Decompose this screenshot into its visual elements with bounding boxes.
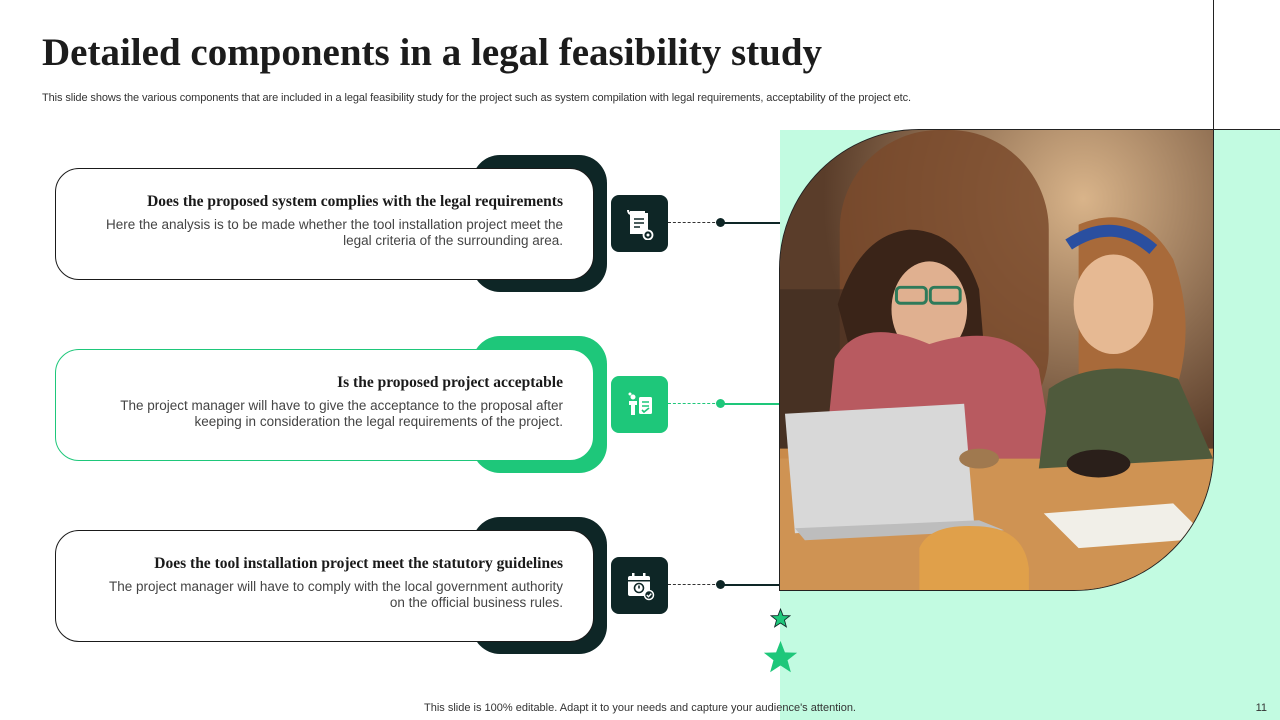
connector-dot	[716, 580, 725, 589]
connector-dot	[716, 218, 725, 227]
component-card: Is the proposed project acceptable The p…	[55, 349, 594, 461]
legal-document-icon	[611, 195, 668, 252]
component-title: Is the proposed project acceptable	[337, 374, 563, 391]
connector-solid-line	[724, 584, 780, 586]
corner-line-vertical	[1213, 0, 1214, 130]
connector-solid-line	[724, 222, 780, 224]
component-card: Does the tool installation project meet …	[55, 530, 594, 642]
connector-dot	[716, 399, 725, 408]
slide-title: Detailed components in a legal feasibili…	[42, 31, 823, 74]
component-card: Does the proposed system complies with t…	[55, 168, 594, 280]
component-description: The project manager will have to comply …	[109, 579, 563, 610]
component-title: Does the tool installation project meet …	[154, 555, 563, 572]
corner-line-horizontal	[1213, 129, 1280, 130]
connector-solid-line	[724, 403, 780, 405]
component-title: Does the proposed system complies with t…	[147, 193, 563, 210]
page-number: 11	[1255, 702, 1267, 714]
connector-dashed-line	[668, 584, 720, 585]
connector-dashed-line	[668, 222, 720, 223]
large-star-icon	[763, 640, 798, 673]
two-women-at-laptop-photo	[779, 129, 1214, 591]
connector-dashed-line	[668, 403, 720, 404]
slide-subtitle: This slide shows the various components …	[42, 92, 911, 104]
slide-footer: This slide is 100% editable. Adapt it to…	[424, 702, 856, 714]
approval-checklist-icon	[611, 376, 668, 433]
component-description: The project manager will have to give th…	[120, 398, 563, 429]
small-star-icon	[770, 608, 791, 628]
calendar-compliance-icon	[611, 557, 668, 614]
component-description: Here the analysis is to be made whether …	[106, 217, 564, 248]
